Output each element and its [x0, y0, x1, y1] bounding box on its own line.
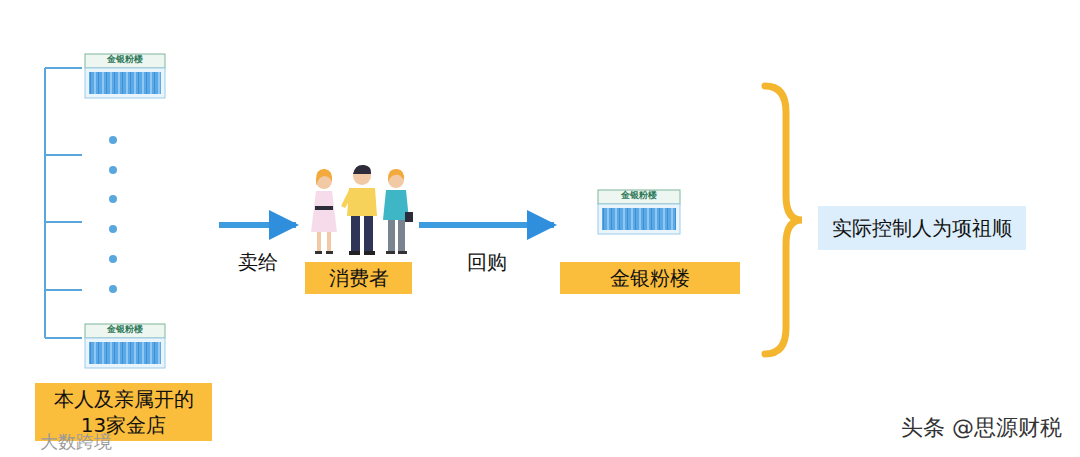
node-label: 消费者	[305, 262, 412, 294]
store-group: 本人及亲属开的13家金店	[30, 50, 215, 441]
edge-label: 卖给	[235, 250, 281, 274]
ellipsis-dots	[109, 136, 117, 293]
consumer-group: 消费者	[300, 165, 415, 294]
edge-label: 回购	[464, 250, 510, 274]
store-icon	[598, 190, 680, 234]
curly-brace	[765, 86, 802, 354]
node-label: 实际控制人为项祖顺	[818, 206, 1026, 250]
store-sign: 金银粉楼	[107, 54, 143, 66]
flow-arrow	[419, 222, 554, 228]
group-bracket	[45, 68, 82, 338]
store-icon	[85, 54, 165, 98]
store-sign: 金银粉楼	[107, 324, 143, 336]
controller-box: 实际控制人为项祖顺	[818, 206, 1026, 250]
node-label: 金银粉楼	[560, 262, 740, 294]
consumers-illustration	[311, 165, 413, 255]
store-sign: 金银粉楼	[621, 190, 657, 202]
watermark: 头条 @思源财税	[901, 414, 1062, 443]
watermark: 大数跨境	[40, 430, 112, 453]
store-icon	[85, 324, 165, 368]
store-node: 金银粉楼	[558, 185, 742, 294]
flow-arrow	[219, 222, 296, 228]
